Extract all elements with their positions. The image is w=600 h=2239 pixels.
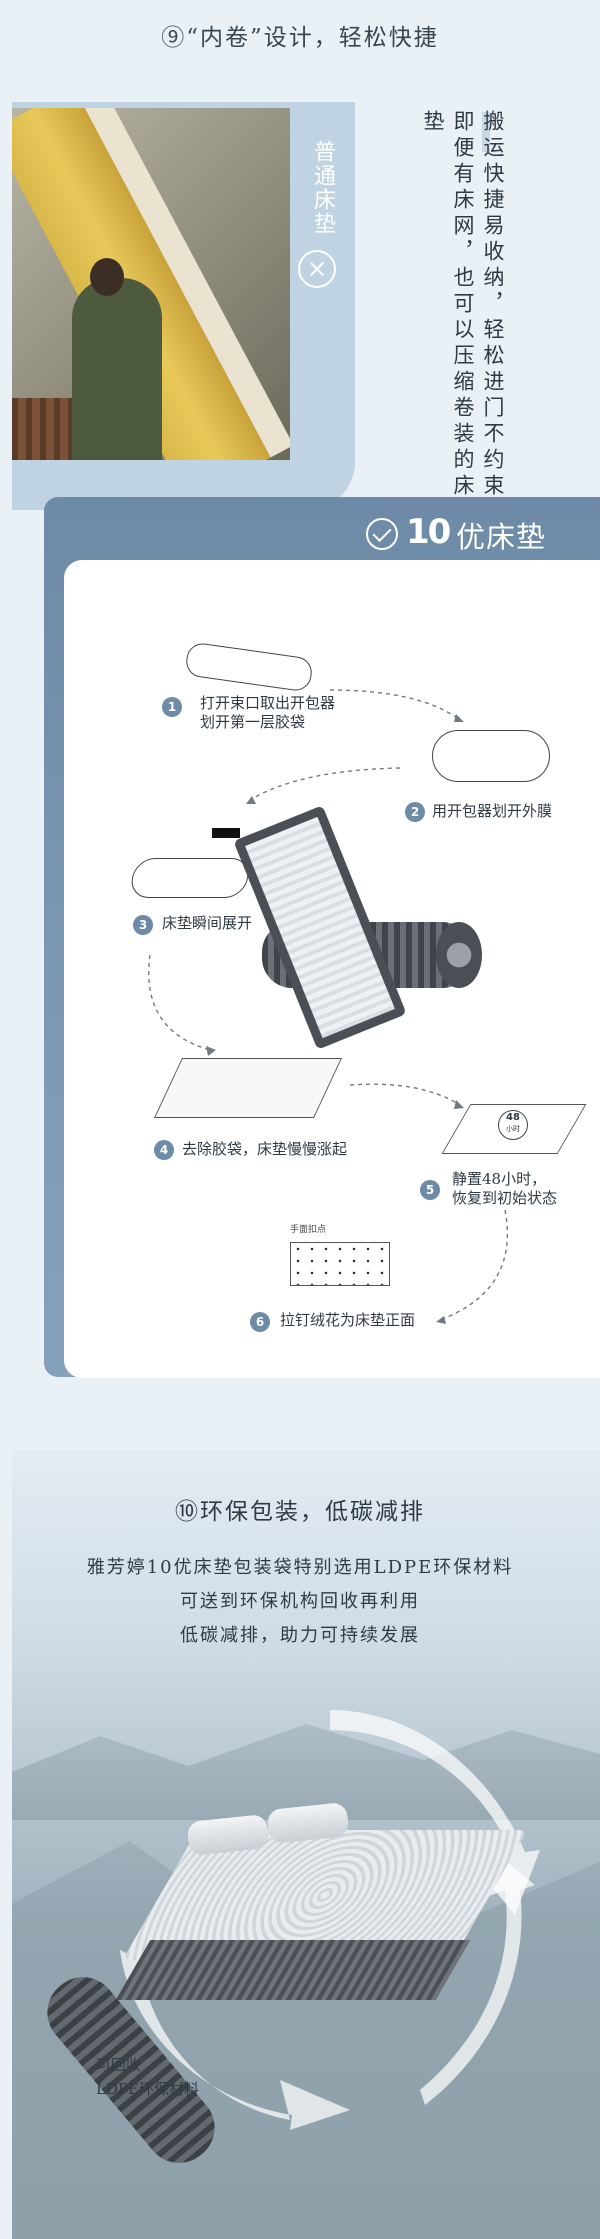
clock-48-icon: 48 小时 [498,1110,528,1140]
step6-mattress-face-illustration [290,1242,390,1286]
step2-roll-illustration [432,730,550,782]
eco-line-2: 可送到环保机构回收再利用 [180,1591,420,1612]
close-circle-icon [298,250,336,288]
step1-text: 打开束口取出开包器 划开第一层胶袋 [200,694,335,732]
flow-arrow-1-2 [329,689,461,721]
eco-line-1: 雅芳婷10优床垫包装袋特别选用LDPE环保材料 [86,1557,514,1578]
section9-title: ⑨“内卷”设计，轻松快捷 [161,25,439,51]
eco-title: ⑩环保包装，低碳减排 [175,1499,425,1525]
roll-benefit-line-2: 即便有床网，也可以压缩卷装的床垫 [421,110,475,500]
step4-text: 去除胶袋，床垫慢慢涨起 [182,1140,348,1158]
step3-text: 床垫瞬间展开 [162,914,253,932]
eco-mattress-side [115,1940,471,2000]
step-number: 4 [154,1140,174,1160]
box-hours-unit: 小时 [506,1125,520,1133]
flow-arrows [148,689,509,1324]
box-hours: 48 [506,1112,520,1123]
flow-arrow-4-5 [349,1083,461,1106]
step1-line2: 划开第一层胶袋 [200,713,306,731]
step5-line1: 静置48小时， [452,1170,547,1188]
face-label: 手面扣点 [290,1225,327,1235]
eco-caption-material: LDPE环保材料 [96,2080,200,2098]
roll-benefit-text: 搬运快捷易收纳，轻松进门不约束 即便有床网，也可以压缩卷装的床垫 [418,110,508,510]
step-number: 3 [133,915,153,935]
step5-text: 静置48小时， 恢复到初始状态 [452,1170,557,1208]
arrow-left-icon [212,828,240,838]
rolled-mattress-end [436,922,482,988]
flow-arrow-5-6 [439,1209,509,1321]
step4-bag-illustration [154,1058,342,1118]
eco-caption-recyclable: 可回收 [96,2056,142,2074]
step1-line1: 打开束口取出开包器 [200,694,336,712]
flow-arrow-2-3 [249,767,401,801]
step-number: 6 [250,1312,270,1332]
step5-line2: 恢复到初始状态 [452,1189,558,1207]
step3-mattress-illustration [128,858,252,898]
flow-arrow-3-4 [148,954,211,1051]
roll-benefit-line-1: 搬运快捷易收纳，轻松进门不约束 [481,110,505,500]
accent-bar [482,112,490,152]
step-number: 2 [405,802,425,822]
brand-number: 10 [406,512,451,552]
photo-person [72,278,162,460]
step6-text: 拉钉绒花为床垫正面 [280,1311,416,1329]
step-number: 1 [162,697,182,717]
normal-mattress-label: 普通床垫 [310,140,335,236]
check-circle-icon [366,518,398,550]
brand-name: 优床垫 [456,520,547,554]
step2-text: 用开包器划开外膜 [432,802,553,820]
mountain-far [12,1724,600,1820]
moving-mattress-photo [12,108,290,460]
eco-line-3: 低碳减排，助力可持续发展 [180,1625,420,1646]
photo-person-head [90,258,124,296]
step-number: 5 [420,1180,440,1200]
